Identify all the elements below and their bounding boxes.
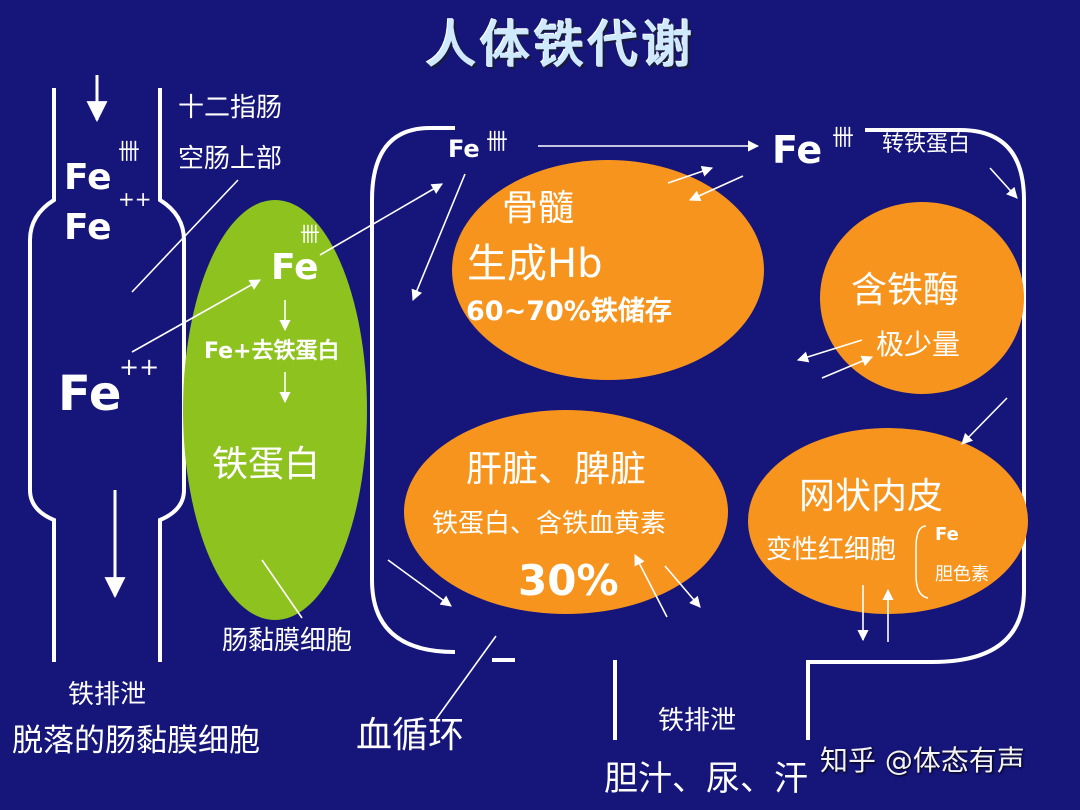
enzyme-title: 含铁酶 [851,270,960,311]
marrow-title: 骨髓 [502,188,575,229]
jejunum-label: 空肠上部 [178,144,283,174]
intestine-tube [28,88,186,662]
marrow-arrow-b [688,175,744,201]
blood-circulation-label: 血循环 [356,715,465,756]
intestine-arrows [86,75,126,599]
absorb-arrow [131,279,261,353]
transferrin-label: 转铁蛋白 [882,132,971,157]
marrow-ellipse [452,160,764,380]
liver-title: 肝脏、脾脏 [466,449,647,490]
reticulo-title: 网状内皮 [799,476,944,517]
watermark: 知乎 @体态有声 [820,744,1025,777]
blood-pointer [433,635,497,723]
fe3-label: Fe [64,157,112,198]
circ-fe-right-charge: 卌 [832,126,855,151]
fe3-charge: 卌 [118,140,141,165]
marrow-hb: 生成Hb [467,241,603,287]
pigment-label: 胆色素 [935,564,989,585]
enzyme-ellipse [820,202,1024,394]
cell-fe-charge: 卌 [300,222,320,246]
circ-fe-left: Fe [448,135,480,163]
fe2-big-charge: ++ [119,353,160,381]
corner-arrow [989,167,1018,199]
enzyme-arrow-b [821,355,874,379]
ferritin-label: 铁蛋白 [212,444,321,485]
reticulo-fe: Fe [935,524,959,545]
circ-fe-left-charge: 卌 [486,130,509,155]
enzyme-sub: 极少量 [876,328,961,361]
liver-arrow-b [664,565,701,608]
diagram-title: 人体铁代谢 [426,16,696,74]
circulation-loop [370,126,1026,740]
excretion-routes: 胆汁、尿、汗 [604,759,808,799]
liver-ellipse [404,410,728,614]
duodenum-label: 十二指肠 [178,93,283,123]
liver-arrow-a [634,554,668,618]
reticulo-ellipse [748,428,1028,614]
apoferritin-label: Fe+去铁蛋白 [204,339,340,364]
mucosa-pointer [261,559,303,619]
to-blood-arrow [319,183,443,256]
enzyme-arrow-a [796,339,863,363]
duodenum-pointer [131,179,239,293]
marrow-storage: 60~70%铁储存 [466,296,672,327]
cell-fe-label: Fe [271,247,319,288]
fe2-top-charge: ++ [118,187,152,211]
reticulo-sub: 变性红细胞 [766,535,897,565]
return-arrow [411,173,466,302]
mucosa-cell-label: 肠黏膜细胞 [222,626,353,656]
fe2-big-label: Fe [58,366,122,422]
liver-sub: 铁蛋白、含铁血黄素 [432,509,667,539]
to-liver-arrow [387,559,452,607]
pigment-brace [915,525,929,599]
mucosa-cell-ellipse [183,200,367,620]
circ-fe-right: Fe [772,128,823,172]
excretion-label: 铁排泄 [658,706,737,736]
shed-cells-label: 脱落的肠黏膜细胞 [12,723,260,759]
marrow-arrow-a [667,165,714,184]
liver-pct: 30% [518,556,619,605]
fe2-top-label: Fe [64,207,112,248]
right-down-arrow [961,397,1008,445]
intestine-excretion-label: 铁排泄 [68,680,147,710]
